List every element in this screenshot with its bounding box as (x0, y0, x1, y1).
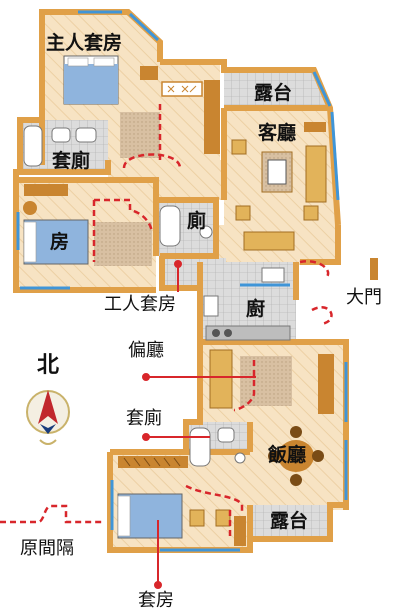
floor-areas (16, 12, 346, 550)
label-master-suite: 主人套房 (46, 32, 123, 54)
legend-partition-sample (0, 504, 104, 524)
label-maids-room: 工人套房 (104, 294, 176, 315)
master-carpet (120, 112, 160, 158)
label-main-door: 大門 (346, 287, 382, 308)
label-ensuite-bath-top: 套廁 (52, 150, 91, 172)
label-balcony-top: 露台 (254, 82, 293, 104)
furniture (23, 55, 378, 546)
side-hall-sofa (209, 349, 233, 409)
side-hall-dining-floor (200, 342, 346, 510)
main-door (370, 258, 378, 280)
label-leaders (142, 260, 256, 589)
label-side-hall: 偏廳 (128, 340, 164, 361)
original-partition-lines (92, 104, 333, 540)
legend-original-partition-label: 原間隔 (20, 538, 74, 559)
label-kitchen: 廚 (246, 298, 266, 320)
label-suite: 套房 (138, 590, 174, 611)
label-balcony-bottom: 露台 (270, 510, 309, 532)
windows (16, 10, 348, 552)
balcony-top-floor (224, 70, 330, 108)
label-living-room: 客廳 (258, 122, 297, 144)
compass-icon (26, 390, 70, 445)
label-bedroom: 房 (50, 231, 70, 253)
sofa-bottom (243, 231, 295, 251)
bedroom-carpet (94, 222, 152, 266)
compass-north-label: 北 (37, 353, 60, 378)
label-ensuite-bath-bottom: 套廁 (126, 408, 162, 429)
sofa-right (305, 145, 327, 203)
dining-table (278, 440, 314, 472)
balcony-bottom-floor (250, 505, 330, 539)
label-dining-room: 飯廳 (268, 444, 307, 466)
side-hall-carpet (240, 356, 292, 406)
label-toilet: 廁 (187, 210, 207, 232)
